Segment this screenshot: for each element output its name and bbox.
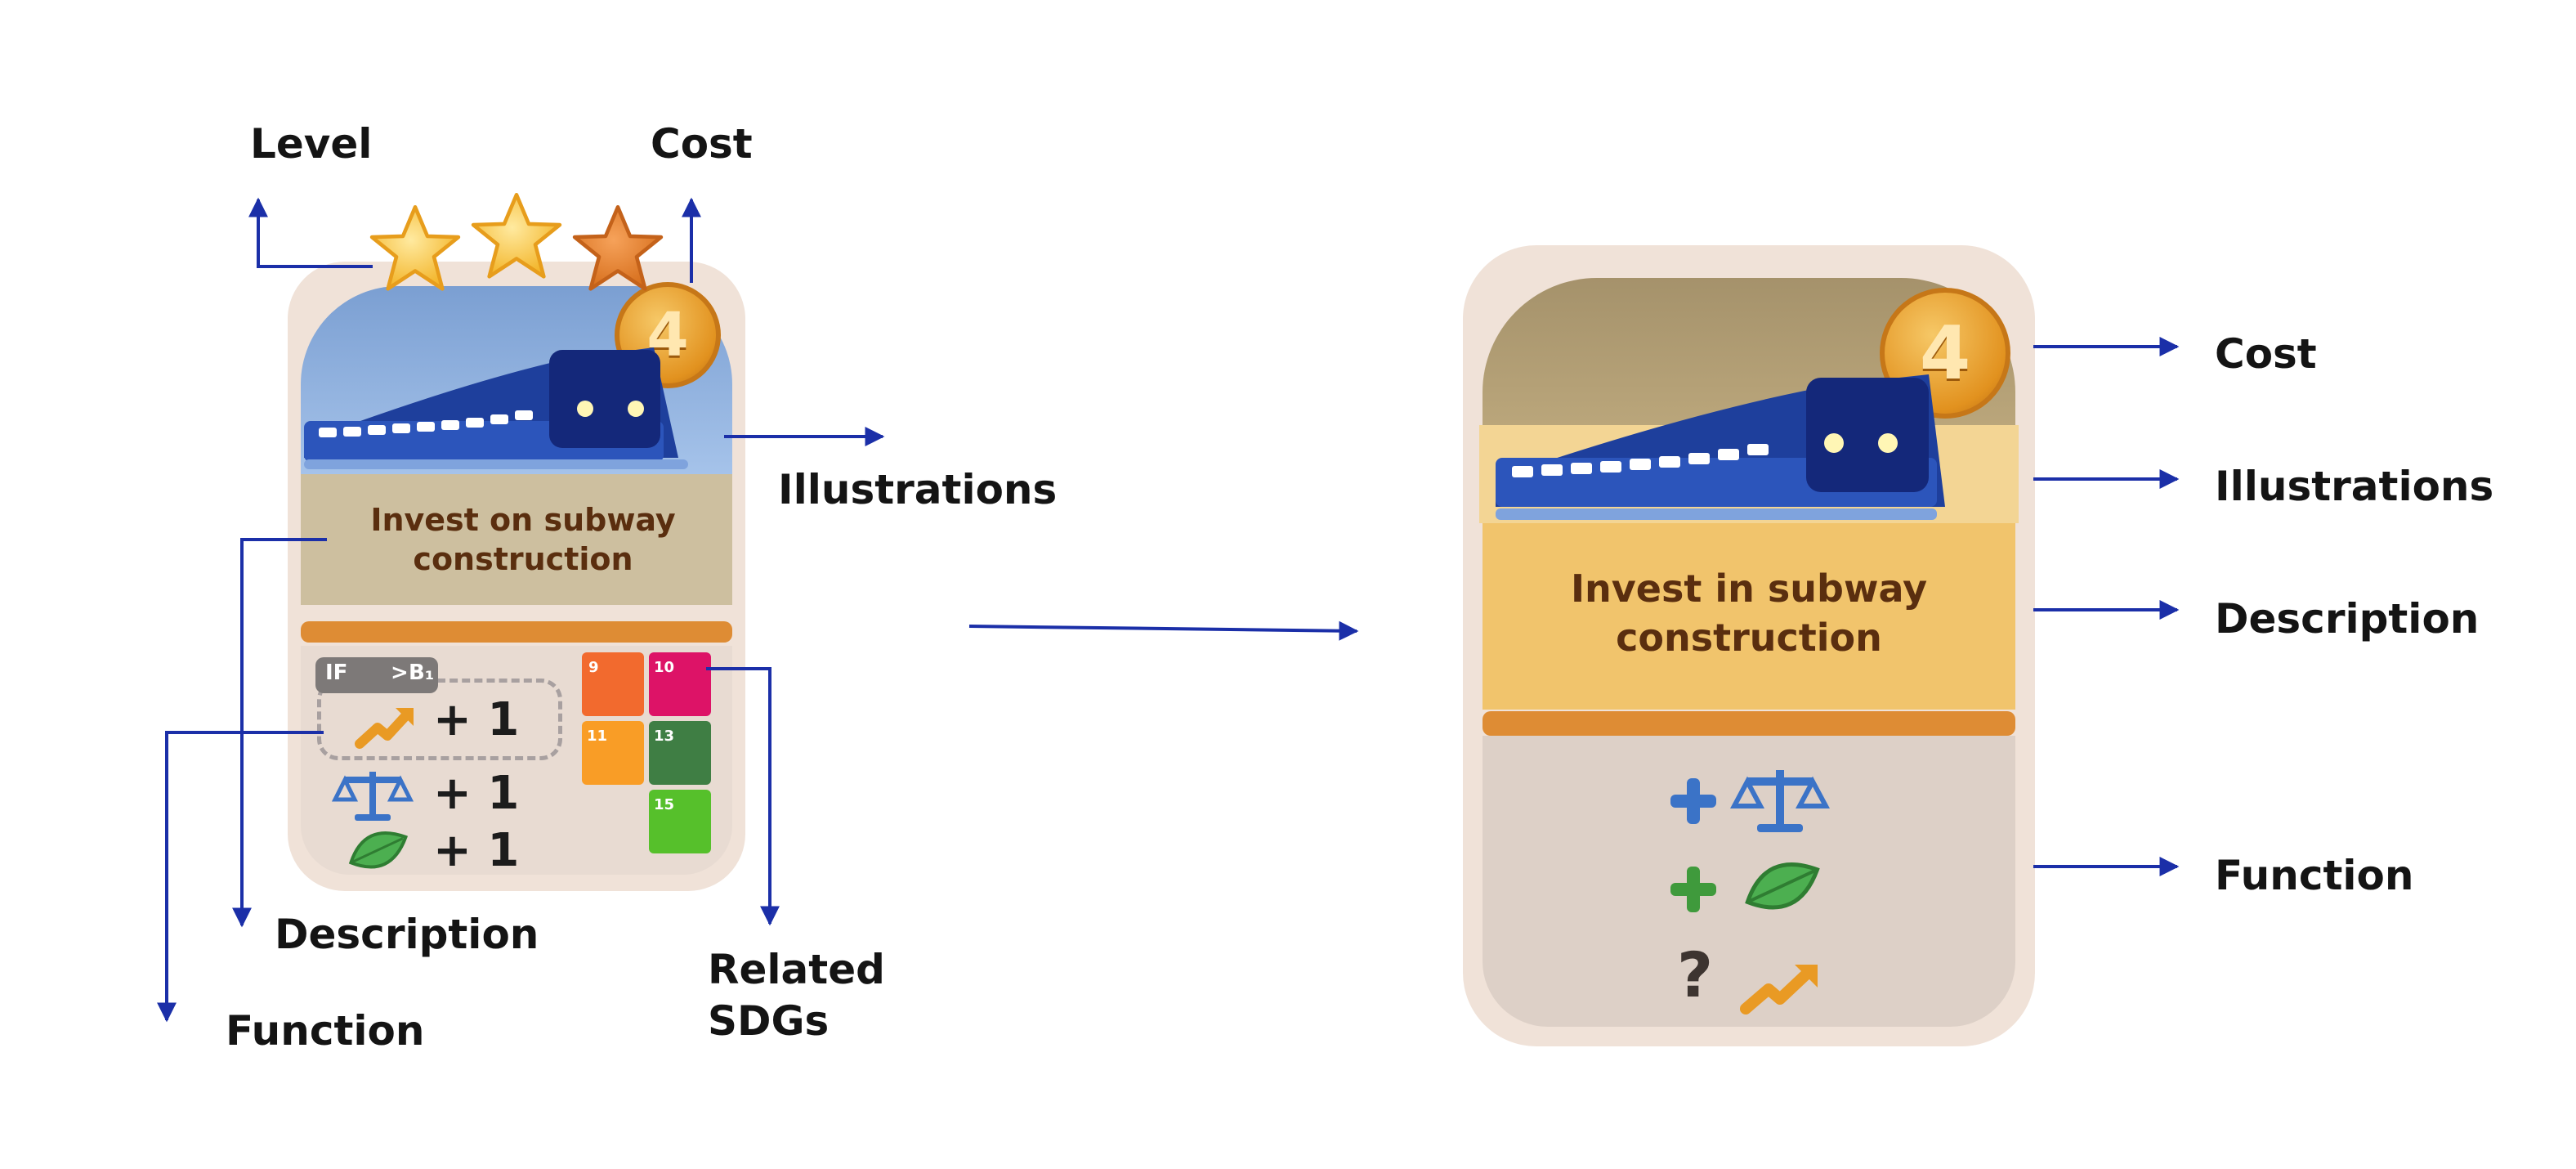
label-related-sdgs-line2: SDGs bbox=[708, 997, 830, 1045]
old-card-effect-environment: + 1 bbox=[433, 824, 520, 877]
new-card-title-line2: construction bbox=[1616, 616, 1882, 660]
old-card-trend-arrow-icon bbox=[355, 708, 414, 749]
old-card-sdg-15-icon: 15 bbox=[649, 790, 711, 853]
svg-text:15: 15 bbox=[654, 796, 674, 813]
new-card-title: Invest in subway construction bbox=[1496, 564, 2002, 662]
label-related-sdgs-line1: Related bbox=[708, 946, 885, 993]
old-card-sdg-11-icon: 11 bbox=[582, 721, 644, 785]
old-card-condition-if: IF bbox=[325, 661, 348, 685]
new-card-question-mark: ? bbox=[1677, 938, 1714, 1011]
svg-text:13: 13 bbox=[654, 728, 674, 745]
level-star-3-icon bbox=[572, 204, 664, 291]
old-card-title: Invest on subway construction bbox=[327, 500, 719, 579]
new-card-leaf-icon bbox=[1745, 862, 1820, 910]
old-card-leaf-icon bbox=[348, 831, 409, 869]
old-card-title-line2: construction bbox=[413, 541, 633, 577]
old-card-stripe bbox=[301, 621, 732, 643]
old-card-balance-scale-icon bbox=[331, 772, 414, 821]
old-card-subway-train-icon bbox=[304, 347, 688, 469]
old-card-sdg-10-icon: 10 bbox=[649, 652, 711, 716]
label-cost: Cost bbox=[651, 120, 753, 168]
new-card-trend-arrow-icon bbox=[1740, 965, 1818, 1014]
old-card-effect-growth: + 1 bbox=[433, 693, 520, 746]
level-star-1-icon bbox=[369, 204, 461, 291]
new-card-balance-scale-icon bbox=[1730, 770, 1830, 832]
new-card-title-line1: Invest in subway bbox=[1570, 567, 1928, 611]
label-illustrations: Illustrations bbox=[778, 466, 1058, 513]
level-star-2-icon bbox=[471, 192, 562, 279]
old-card-effect-equality: + 1 bbox=[433, 767, 520, 820]
arrow-related-sdgs bbox=[706, 667, 780, 926]
right-card-arrows bbox=[2033, 337, 2180, 876]
old-card-sdg-9-icon: 9 bbox=[582, 652, 644, 716]
new-card-stripe bbox=[1483, 711, 2015, 736]
arrow-function bbox=[157, 731, 324, 1023]
svg-text:11: 11 bbox=[587, 728, 607, 745]
new-card-plus-green-icon bbox=[1670, 867, 1716, 912]
svg-text:10: 10 bbox=[654, 659, 674, 676]
label-right-illustrations: Illustrations bbox=[2215, 463, 2494, 510]
label-level: Level bbox=[250, 120, 373, 168]
label-function: Function bbox=[226, 1007, 425, 1055]
new-card-description-banner bbox=[1483, 522, 2015, 710]
label-description: Description bbox=[275, 911, 539, 958]
transition-arrow bbox=[968, 620, 1359, 641]
old-card-condition-box bbox=[317, 679, 562, 760]
old-card-condition-op: > bbox=[391, 661, 409, 685]
label-right-function: Function bbox=[2215, 852, 2414, 899]
label-related-sdgs: Related SDGs bbox=[708, 944, 885, 1046]
arrow-level bbox=[248, 197, 373, 268]
old-card-title-line1: Invest on subway bbox=[370, 502, 676, 538]
label-right-cost: Cost bbox=[2215, 330, 2317, 378]
old-card-condition-tag bbox=[315, 657, 438, 693]
new-card-plus-blue-icon bbox=[1670, 778, 1716, 824]
arrow-description bbox=[232, 538, 327, 928]
svg-text:9: 9 bbox=[588, 659, 599, 676]
new-card-subway-train-icon bbox=[1479, 374, 2019, 523]
old-card-condition-rhs: B₁ bbox=[409, 661, 435, 685]
old-card-description-banner bbox=[301, 474, 732, 605]
left-card-arrows bbox=[157, 197, 885, 1023]
new-card bbox=[1463, 245, 2035, 1046]
label-right-description: Description bbox=[2215, 595, 2480, 643]
old-card-sdg-13-icon: 13 bbox=[649, 721, 711, 785]
